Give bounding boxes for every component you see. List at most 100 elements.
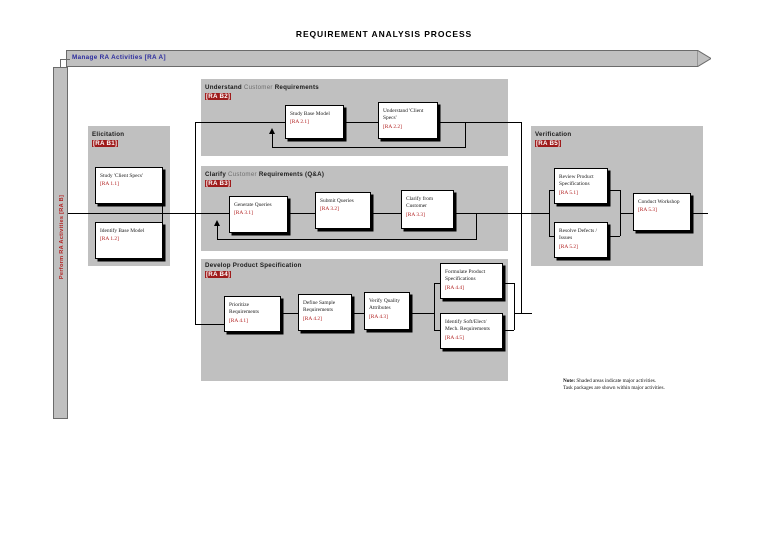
note-line-2: Task packages are shown within major act…	[563, 385, 665, 392]
connector-spine-to-understand	[195, 122, 285, 123]
task-label-ra-4-3: Verify Quality Attributes	[369, 298, 400, 312]
connector-understand-fb-riser	[272, 134, 273, 147]
task-label-ra-4-4: Formulate Product Specifications	[445, 269, 486, 283]
task-box-ra-5-1[interactable]: Review Product Specifications [RA 5.1]	[554, 168, 608, 204]
region-code-clarify: [RA B3]	[205, 180, 232, 187]
connector-spine-to-develop	[195, 324, 224, 325]
task-code-ra-5-3: [RA 5.3]	[638, 207, 657, 214]
task-code-ra-3-1: [RA 3.1]	[234, 210, 253, 217]
connector-right-spine	[521, 122, 522, 313]
task-box-ra-3-2[interactable]: Submit Queries [RA 3.2]	[315, 192, 371, 229]
task-code-ra-3-2: [RA 3.2]	[320, 206, 339, 213]
task-box-ra-4-3[interactable]: Verify Quality Attributes [RA 4.3]	[364, 292, 410, 330]
task-label-ra-2-1: Study Base Model	[290, 111, 330, 117]
arrow-clarify-feedback-icon	[214, 220, 220, 226]
connector-clarify-fb-h	[217, 239, 477, 240]
task-label-ra-4-1: Prioritize Requirements	[229, 302, 259, 316]
connector-clarify-fb-riser	[217, 226, 218, 239]
task-box-ra-1-1[interactable]: Study 'Client Specs' [RA 1.1]	[95, 167, 163, 204]
connector-vbar-to-elicitation	[68, 213, 163, 214]
vbar-label: Perform RA Activities [RA B]	[59, 194, 65, 280]
region-heading-clarify: Clarify Customer Requirements (Q&A)	[205, 171, 325, 178]
task-code-ra-4-3: [RA 4.3]	[369, 313, 388, 320]
connector-split-to-5-1	[549, 190, 554, 191]
task-code-ra-2-1: [RA 2.1]	[290, 119, 309, 126]
task-code-ra-2-2: [RA 2.2]	[383, 123, 402, 130]
task-box-ra-5-3[interactable]: Conduct Workshop [RA 5.3]	[633, 193, 691, 231]
task-label-ra-3-2: Submit Queries	[320, 198, 354, 204]
connector-2-2-out	[438, 122, 521, 123]
task-label-ra-5-3: Conduct Workshop	[638, 199, 680, 205]
connector-4-4-to-merge	[503, 283, 514, 284]
connector-understand-fb-h	[272, 147, 466, 148]
task-label-ra-1-1: Study 'Client Specs'	[100, 173, 143, 179]
task-box-ra-5-2[interactable]: Resolve Defects / Issues [RA 5.2]	[554, 222, 608, 258]
task-code-ra-5-2: [RA 5.2]	[559, 243, 578, 250]
page-title: REQUIREMENT ANALYSIS PROCESS	[295, 29, 473, 39]
connector-split-to-4-5	[434, 330, 440, 331]
task-label-ra-3-3: Clarify from Customer	[406, 196, 434, 210]
task-code-ra-4-2: [RA 4.2]	[303, 315, 322, 322]
region-code-elicitation: [RA B1]	[92, 140, 119, 147]
region-code-verification: [RA B5]	[535, 140, 562, 147]
banner-arrowhead-icon	[697, 50, 711, 67]
task-box-ra-2-1[interactable]: Study Base Model [RA 2.1]	[285, 105, 344, 139]
task-box-ra-4-1[interactable]: Prioritize Requirements [RA 4.1]	[224, 296, 281, 332]
connector-clarify-fb-v	[476, 213, 477, 239]
connector-4-5-to-merge	[503, 330, 514, 331]
task-label-ra-2-2: Understand 'Client Specs'	[383, 108, 424, 122]
task-box-ra-3-1[interactable]: Generate Queries [RA 3.1]	[229, 196, 288, 233]
task-label-ra-4-5: Identify Soft/Elect/ Mech. Requirements	[445, 319, 490, 333]
banner-label: Manage RA Activities [RA A]	[72, 54, 166, 61]
connector-develop-out	[514, 313, 532, 314]
task-code-ra-3-3: [RA 3.3]	[406, 211, 425, 218]
task-box-ra-1-2[interactable]: Identify Base Model [RA 1.2]	[95, 222, 163, 259]
connector-4-2-to-4-3	[352, 313, 364, 314]
note-line-1: Shaded areas indicate major activities.	[576, 378, 657, 384]
connector-elicitation-loop-v	[162, 185, 163, 240]
connector-5-3-out	[691, 213, 708, 214]
connector-merge-to-5-3	[620, 213, 633, 214]
connector-verification-split-v	[549, 190, 550, 236]
task-box-ra-4-4[interactable]: Formulate Product Specifications [RA 4.4…	[440, 263, 503, 299]
connector-split-to-5-2	[549, 236, 554, 237]
task-box-ra-4-5[interactable]: Identify Soft/Elect/ Mech. Requirements …	[440, 313, 503, 349]
task-box-ra-4-2[interactable]: Define Sample Requirements [RA 4.2]	[298, 294, 352, 331]
task-box-ra-3-3[interactable]: Clarify from Customer [RA 3.3]	[401, 190, 454, 229]
region-heading-understand: Understand Customer Requirements	[205, 84, 319, 91]
connector-3-2-to-3-3	[371, 213, 401, 214]
connector-4-3-to-split	[410, 313, 434, 314]
connector-develop-merge-v	[514, 283, 515, 330]
perform-ra-activities-bar: Perform RA Activities [RA B]	[53, 67, 68, 419]
region-understand	[201, 79, 508, 156]
note-label: Note:	[563, 378, 576, 384]
connector-spine-to-verification	[521, 213, 549, 214]
connector-split-to-4-4	[434, 283, 440, 284]
connector-5-1-to-merge	[608, 190, 620, 191]
task-code-ra-1-1: [RA 1.1]	[100, 181, 119, 188]
region-heading-develop: Develop Product Specification	[205, 262, 302, 269]
task-code-ra-4-5: [RA 4.5]	[445, 334, 464, 341]
task-label-ra-5-1: Review Product Specifications	[559, 174, 594, 188]
connector-develop-split-v	[434, 283, 435, 330]
arrow-understand-feedback-icon	[269, 128, 275, 134]
vbar-connector-elbow	[60, 59, 70, 69]
connector-3-3-out	[454, 213, 521, 214]
task-code-ra-1-2: [RA 1.2]	[100, 236, 119, 243]
region-code-understand: [RA B2]	[205, 93, 232, 100]
connector-left-spine	[195, 122, 196, 324]
connector-spine-to-clarify	[183, 213, 234, 214]
connector-4-1-to-4-2	[281, 313, 298, 314]
task-code-ra-5-1: [RA 5.1]	[559, 189, 578, 196]
connector-understand-fb-v	[465, 122, 466, 147]
connector-5-2-to-merge	[608, 236, 620, 237]
region-heading-elicitation: Elicitation	[92, 131, 125, 138]
task-label-ra-4-2: Define Sample Requirements	[303, 300, 336, 314]
task-label-ra-5-2: Resolve Defects / Issues	[559, 228, 598, 242]
connector-2-1-to-2-2	[344, 122, 378, 123]
region-code-develop: [RA B4]	[205, 271, 232, 278]
task-box-ra-2-2[interactable]: Understand 'Client Specs' [RA 2.2]	[378, 102, 438, 139]
task-code-ra-4-1: [RA 4.1]	[229, 317, 248, 324]
task-code-ra-4-4: [RA 4.4]	[445, 284, 464, 291]
